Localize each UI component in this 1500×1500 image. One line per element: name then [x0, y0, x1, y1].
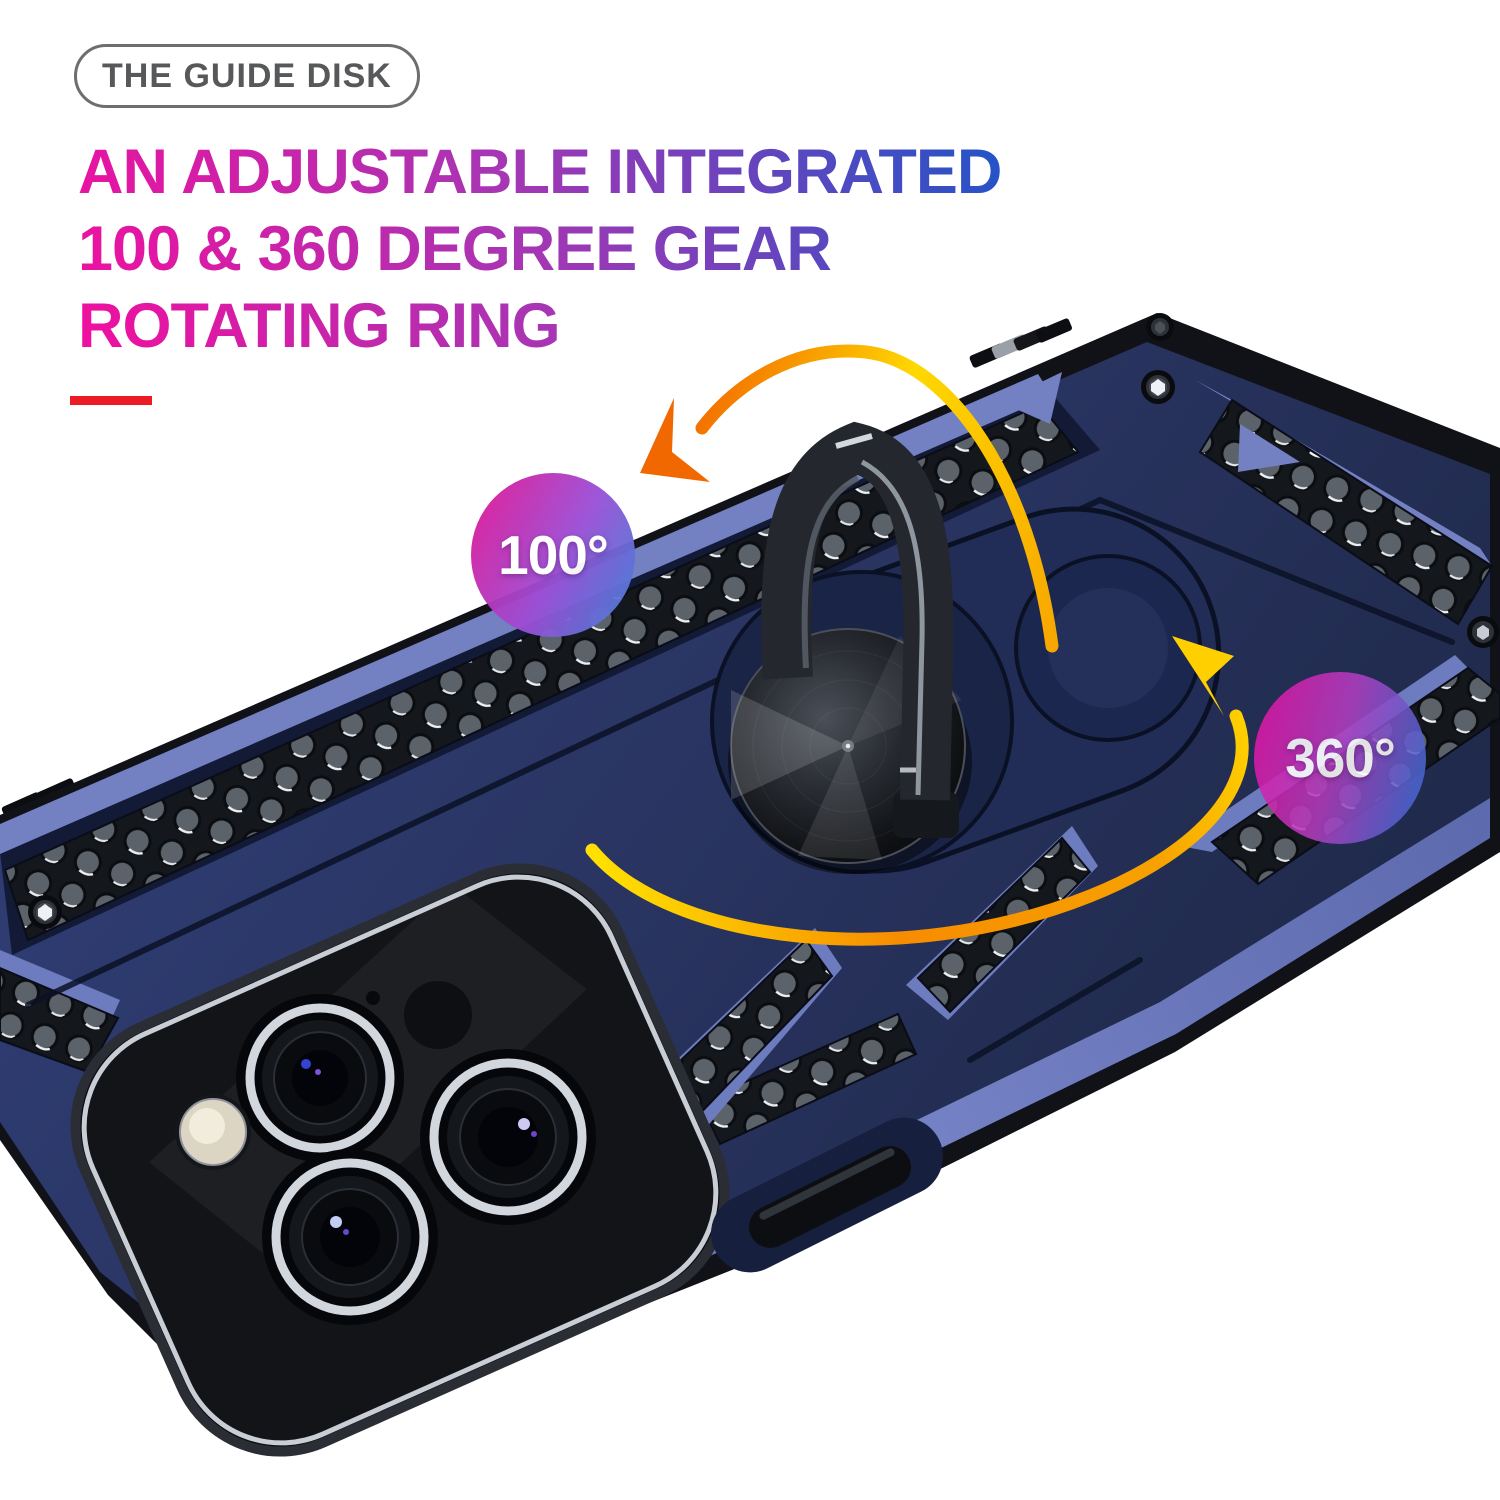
flash-light	[175, 1094, 251, 1170]
corner-screws	[28, 313, 1499, 929]
title-line-2: 100 & 360 DEGREE GEAR	[78, 214, 831, 284]
left-accent-stripe	[0, 950, 120, 1018]
arrowhead-icon	[640, 398, 710, 482]
corner-accent-left	[1000, 372, 1062, 424]
title-line-3: ROTATING RING	[78, 291, 560, 361]
rotate-angle-label: 360°	[1285, 727, 1396, 789]
side-button	[711, 1117, 943, 1273]
camera-lens	[262, 1149, 438, 1325]
lidar-sensor	[404, 981, 472, 1049]
guide-disk-badge: THE GUIDE DISK	[74, 44, 420, 108]
screw-icon	[1141, 370, 1175, 404]
corner-accent-right	[1238, 424, 1300, 472]
camera-lens	[236, 994, 404, 1162]
title-line-1: AN ADJUSTABLE INTEGRATED	[78, 137, 1002, 207]
microphone-hole	[366, 991, 380, 1005]
camera-lens	[420, 1049, 596, 1225]
page-title: AN ADJUSTABLE INTEGRATED 100 & 360 DEGRE…	[78, 134, 1018, 365]
arrowhead-icon	[1172, 636, 1234, 716]
spin-rotation-arrow	[585, 636, 1249, 946]
screw-icon	[1146, 313, 1174, 341]
rotate-angle-badge: 360°	[1254, 672, 1426, 844]
tilt-angle-badge: 100°	[471, 473, 635, 637]
screw-icon	[28, 895, 62, 929]
tilt-angle-label: 100°	[498, 524, 609, 586]
title-underline	[70, 396, 152, 405]
camera-module	[70, 863, 730, 1457]
honeycomb-panel-bottom	[698, 1012, 918, 1146]
screw-icon	[1467, 616, 1499, 648]
ring-stand-arch	[761, 421, 959, 838]
tilt-rotation-arrow	[640, 344, 1059, 653]
